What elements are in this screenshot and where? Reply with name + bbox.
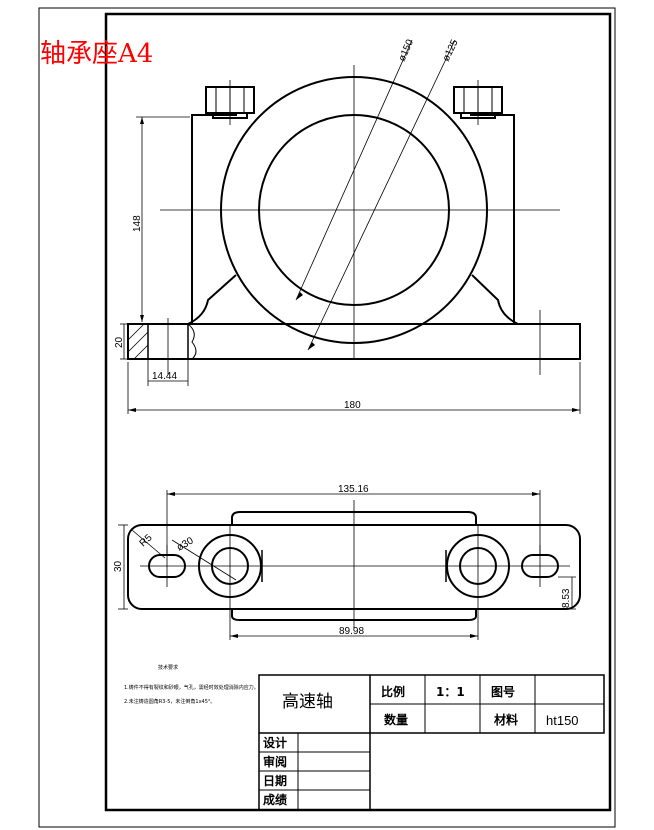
material-label: 材料 (493, 712, 518, 727)
dim-bolt-span-lines (230, 634, 478, 638)
dim-height: 148 (132, 215, 143, 232)
title-block (258, 674, 605, 810)
plan-view-centerlines (140, 500, 570, 640)
dim-height-lines (136, 116, 190, 322)
outer-border (38, 7, 616, 828)
base-plate (127, 323, 581, 360)
design-label: 设计 (263, 735, 287, 750)
inner-border (104, 12, 612, 812)
dim-slot-offset: 14.44 (152, 371, 177, 382)
dim-width: 30 (113, 560, 124, 572)
dim-slot-offset-lines (147, 359, 189, 386)
diameter-leaders (295, 39, 456, 351)
right-fillet (471, 274, 519, 325)
tech-note-2: 2.未注铸造圆角R3-5，未注倒角1x45°。 (124, 698, 215, 705)
tech-note-1: 1.铸件不得有裂纹和砂眼，气孔，需经时效处理消除内应力。 (124, 684, 259, 691)
part-name: 高速轴 (282, 692, 333, 712)
quantity-label: 数量 (384, 712, 408, 727)
scale-value: 1：1 (436, 685, 465, 699)
dim-width-lines (118, 524, 128, 610)
dim-overall-length: 180 (344, 400, 361, 411)
dim-base-height-lines (120, 323, 128, 360)
drawing-no-label: 图号 (491, 684, 515, 699)
right-pillar (470, 114, 515, 324)
front-view-centerlines (160, 65, 560, 375)
dim-outer-diameter: ø150 (397, 38, 416, 64)
dim-slot-span: 135.16 (338, 484, 369, 495)
left-fillet (187, 274, 237, 325)
dim-base-height: 20 (114, 336, 125, 348)
radius-leaders (131, 529, 237, 581)
date-label: 日期 (263, 773, 287, 788)
dim-slot-width: 8.53 (561, 588, 572, 608)
dim-slot-width-lines (558, 576, 576, 610)
material-value: ht150 (546, 713, 579, 728)
dim-bolt-span: 89.98 (339, 626, 364, 637)
dim-overall-length-lines (127, 362, 581, 414)
left-pillar (191, 114, 237, 324)
dim-bore-diameter: ø125 (441, 38, 461, 64)
drawing-title: 轴承座A4 (40, 39, 153, 69)
scale-label: 比例 (381, 684, 405, 699)
dim-bolt-diameter: ø30 (175, 535, 196, 553)
tech-notes-heading: 技术要求 (158, 664, 178, 671)
grade-label: 成绩 (263, 792, 287, 807)
review-label: 审阅 (263, 754, 287, 769)
dim-slot-span-lines (166, 490, 541, 554)
